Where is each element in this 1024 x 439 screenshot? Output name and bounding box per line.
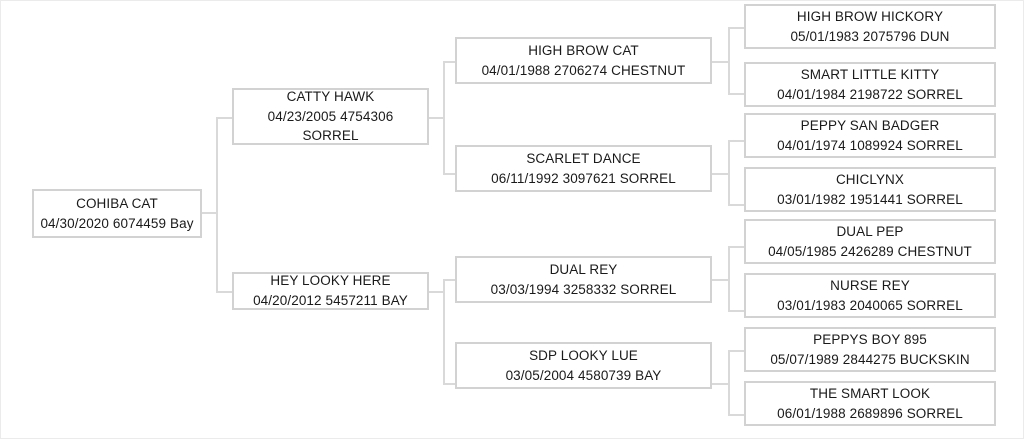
connector-gen4-b-stub	[712, 173, 729, 175]
node-name: HIGH BROW HICKORY	[796, 8, 944, 24]
connector-gen4-a-spine	[728, 27, 730, 95]
node-name: DUAL REY	[549, 261, 618, 277]
node-details: 05/07/1989 2844275 BUCKSKIN	[770, 351, 970, 367]
connector-root-stub	[202, 212, 218, 214]
connector-gen4-branch-highbrowhickory	[728, 27, 744, 29]
connector-gen4-branch-peppysanbadger	[728, 140, 744, 142]
connector-gen4-d-spine	[728, 350, 730, 416]
node-details: 03/03/1994 3258332 SORREL	[490, 281, 677, 297]
node-name: COHIBA CAT	[76, 195, 158, 211]
node-name: SDP LOOKY LUE	[529, 347, 638, 363]
node-details: 04/30/2020 6074459 Bay	[40, 215, 194, 231]
pedigree-node-gen4-4[interactable]: CHICLYNX 03/01/1982 1951441 SORREL	[744, 167, 996, 212]
connector-gen4-branch-thesmartlook	[728, 414, 744, 416]
node-name: HEY LOOKY HERE	[270, 273, 391, 289]
node-name: SCARLET DANCE	[526, 150, 641, 166]
node-name: PEPPYS BOY 895	[813, 331, 927, 347]
connector-gen3-branch-highbrowcat	[443, 61, 459, 63]
node-name: THE SMART LOOK	[809, 385, 931, 401]
connector-gen3-bottom-stub	[429, 291, 445, 293]
pedigree-node-gen4-5[interactable]: DUAL PEP 04/05/1985 2426289 CHESTNUT	[744, 219, 996, 264]
connector-gen2-branch-top	[216, 117, 234, 119]
pedigree-node-gen4-3[interactable]: PEPPY SAN BADGER 04/01/1974 1089924 SORR…	[744, 113, 996, 158]
connector-gen2-spine	[216, 117, 218, 293]
pedigree-node-gen3-1[interactable]: HIGH BROW CAT 04/01/1988 2706274 CHESTNU…	[455, 37, 712, 84]
connector-gen2-branch-bottom	[216, 291, 234, 293]
node-details: 04/01/1974 1089924 SORREL	[777, 137, 963, 153]
pedigree-node-gen4-1[interactable]: HIGH BROW HICKORY 05/01/1983 2075796 DUN	[744, 4, 996, 49]
node-details: 03/01/1982 1951441 SORREL	[777, 191, 963, 207]
pedigree-node-dam[interactable]: HEY LOOKY HERE 04/20/2012 5457211 BAY	[232, 272, 429, 310]
connector-gen4-c-spine	[728, 246, 730, 312]
connector-gen4-c-stub	[712, 279, 729, 281]
node-name: PEPPY SAN BADGER	[800, 117, 940, 133]
pedigree-node-gen4-8[interactable]: THE SMART LOOK 06/01/1988 2689896 SORREL	[744, 381, 996, 426]
connector-gen3-branch-scarletdance	[443, 173, 459, 175]
connector-gen3-branch-dualrey	[443, 279, 459, 281]
connector-gen4-b-spine	[728, 140, 730, 206]
node-details: 04/01/1984 2198722 SORREL	[777, 86, 963, 102]
connector-gen4-branch-dualpep	[728, 246, 744, 248]
connector-gen3-bottom-spine	[443, 279, 445, 385]
node-name: NURSE REY	[830, 277, 910, 293]
connector-gen4-branch-smartlittlekitty	[728, 93, 744, 95]
node-details: 06/01/1988 2689896 SORREL	[777, 405, 963, 421]
node-details: 04/01/1988 2706274 CHESTNUT	[481, 62, 686, 78]
node-details: 04/23/2005 4754306 SORREL	[267, 108, 394, 144]
connector-gen4-branch-chiclynx	[728, 204, 744, 206]
node-details: 06/11/1992 3097621 SORREL	[491, 170, 676, 186]
node-details: 03/05/2004 4580739 BAY	[505, 367, 662, 383]
connector-gen3-top-spine	[443, 61, 445, 175]
pedigree-node-root[interactable]: COHIBA CAT 04/30/2020 6074459 Bay	[32, 189, 202, 238]
node-name: CATTY HAWK	[286, 89, 375, 105]
node-details: 04/05/1985 2426289 CHESTNUT	[768, 243, 972, 259]
pedigree-node-gen3-3[interactable]: DUAL REY 03/03/1994 3258332 SORREL	[455, 256, 712, 303]
node-details: 05/01/1983 2075796 DUN	[790, 28, 950, 44]
connector-gen4-branch-nurserey	[728, 310, 744, 312]
connector-gen4-branch-peppysboy895	[728, 350, 744, 352]
pedigree-node-gen4-7[interactable]: PEPPYS BOY 895 05/07/1989 2844275 BUCKSK…	[744, 327, 996, 372]
pedigree-node-gen4-6[interactable]: NURSE REY 03/01/1983 2040065 SORREL	[744, 273, 996, 318]
connector-gen4-d-stub	[712, 383, 729, 385]
node-details: 03/01/1983 2040065 SORREL	[777, 297, 963, 313]
node-name: DUAL PEP	[836, 223, 904, 239]
node-name: SMART LITTLE KITTY	[800, 66, 940, 82]
connector-gen4-a-stub	[712, 61, 729, 63]
pedigree-node-gen4-2[interactable]: SMART LITTLE KITTY 04/01/1984 2198722 SO…	[744, 62, 996, 107]
connector-gen3-top-stub	[429, 117, 445, 119]
node-name: CHICLYNX	[835, 171, 905, 187]
pedigree-node-sire[interactable]: CATTY HAWK 04/23/2005 4754306 SORREL	[232, 88, 429, 145]
node-name: HIGH BROW CAT	[528, 42, 639, 58]
node-details: 04/20/2012 5457211 BAY	[253, 293, 408, 308]
pedigree-node-gen3-4[interactable]: SDP LOOKY LUE 03/05/2004 4580739 BAY	[455, 342, 712, 389]
connector-gen3-branch-sdplookylue	[443, 383, 459, 385]
pedigree-node-gen3-2[interactable]: SCARLET DANCE 06/11/1992 3097621 SORREL	[455, 145, 712, 192]
